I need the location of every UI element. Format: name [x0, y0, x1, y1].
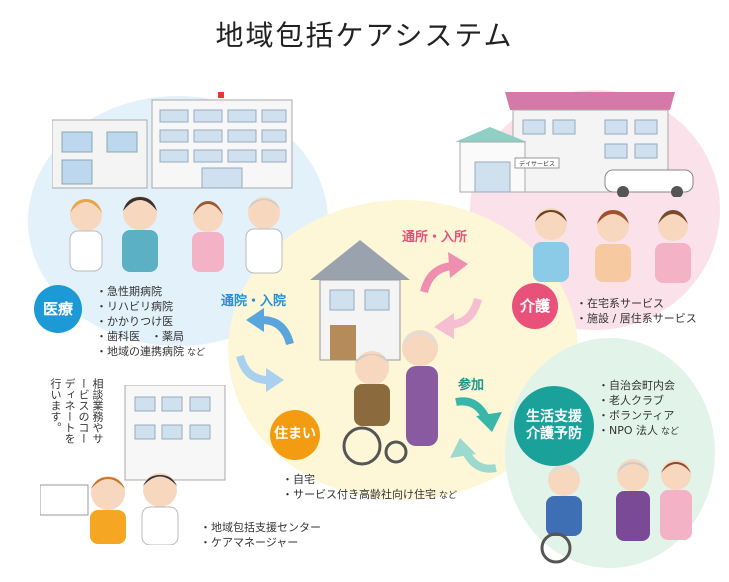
- support-center-list: 地域包括支援センター ケアマネージャー: [200, 520, 321, 550]
- home-tail-note: など: [439, 491, 458, 501]
- medical-badge-label: 医療: [42, 299, 73, 318]
- day-service-sign: デイサービス: [519, 160, 555, 168]
- care-list: 在宅系サービス 施設 / 居住系サービス: [576, 296, 697, 326]
- participation-arrow-top: [455, 397, 502, 432]
- care-badge: 介護: [512, 283, 558, 329]
- prevention-badge: 生活支援 介護予防: [514, 386, 594, 466]
- visit-hospital-label: 通院・入院: [221, 294, 287, 309]
- participation-label: 参加: [458, 378, 485, 393]
- day-service-label: 通所・入所: [402, 230, 468, 245]
- prevention-item: 老人クラブ: [598, 393, 679, 408]
- home-item: サービス付き高齢社向け住宅: [293, 488, 436, 501]
- medical-staff-illustration: [69, 196, 283, 274]
- medical-item: 地域の連携病院: [107, 345, 184, 358]
- support-center-item: ケアマネージャー: [200, 535, 321, 550]
- visit-hospital-arrow-bottom: [236, 354, 284, 392]
- prevention-badge-line1: 生活支援: [526, 408, 582, 425]
- community-seniors-illustration: [540, 459, 692, 564]
- care-item: 施設 / 居住系サービス: [576, 311, 697, 326]
- support-center-item: 地域包括支援センター: [200, 520, 321, 535]
- prevention-item: ボランティア: [598, 408, 679, 423]
- medical-item: リハビリ病院: [96, 299, 205, 314]
- medical-item: かかりつけ医: [96, 314, 205, 329]
- elderly-couple-illustration: [342, 330, 438, 466]
- care-staff-illustration: [533, 208, 691, 283]
- support-center-note: 相談業務やサービスのコーディネートを行います。: [49, 378, 104, 444]
- visit-hospital-arrow-top: [246, 308, 294, 346]
- care-item: 在宅系サービス: [576, 296, 697, 311]
- care-badge-label: 介護: [519, 296, 550, 315]
- medical-tail-note: など: [187, 348, 206, 358]
- house-illustration: [310, 240, 410, 361]
- prevention-item: NPO 法人: [609, 424, 659, 437]
- participation-arrow-bottom: [450, 438, 497, 473]
- care-facility-illustration: デイサービス: [455, 92, 694, 197]
- medical-item: 急性期病院: [96, 284, 205, 299]
- medical-badge: 医療: [34, 285, 82, 333]
- day-service-arrow-top: [420, 252, 468, 294]
- prevention-tail-note: など: [661, 427, 680, 437]
- medical-item: 歯科医 ・薬局: [96, 329, 205, 344]
- support-center-illustration: [40, 385, 226, 545]
- prevention-badge-line2: 介護予防: [526, 426, 582, 442]
- day-service-arrow-bottom: [434, 297, 482, 339]
- home-badge-label: 住まい: [274, 426, 316, 443]
- home-item: 自宅: [282, 472, 457, 487]
- prevention-item: 自治会町内会: [598, 378, 679, 393]
- home-badge: 住まい: [270, 410, 320, 460]
- diagram-title: 地域包括ケアシステム: [215, 19, 514, 52]
- hospital-buildings-illustration: [52, 92, 293, 189]
